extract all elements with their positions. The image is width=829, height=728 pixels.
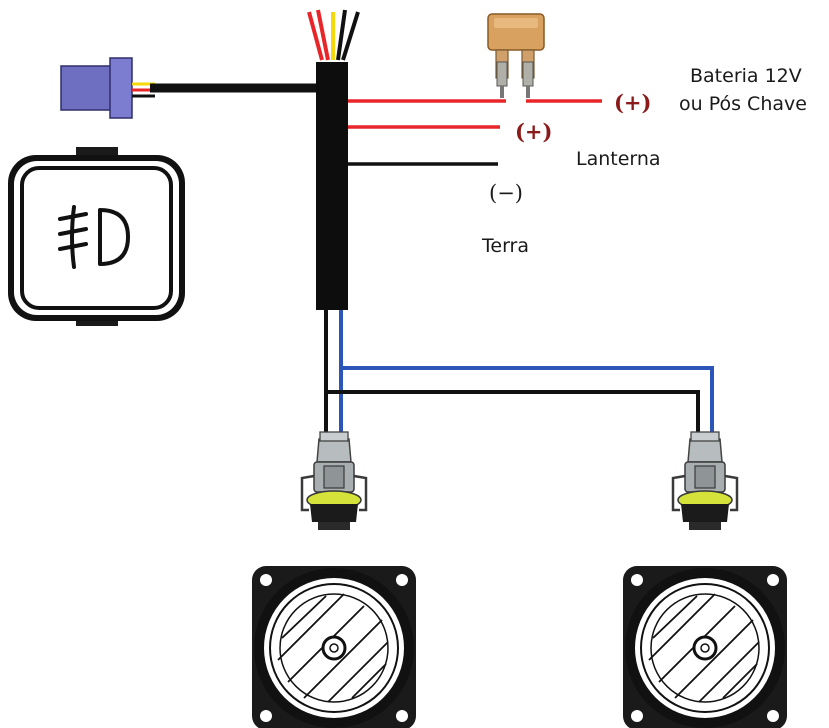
- blade-fuse-icon: [487, 13, 545, 98]
- fog-lamp-icon: [250, 564, 418, 728]
- battery-label-line2: ou Pós Chave: [679, 93, 807, 115]
- ground-label: Terra: [481, 235, 529, 257]
- lantern-sign: (+): [515, 119, 552, 144]
- lamp-socket-icon: [671, 430, 739, 532]
- lantern-label: Lanterna: [576, 148, 661, 170]
- battery-label-line1: Bateria 12V: [690, 65, 802, 87]
- fog-lamp-icon: [621, 564, 789, 728]
- ground-sign: (−): [489, 181, 523, 205]
- switch-plug-icon: [60, 57, 155, 119]
- lamp-socket-icon: [300, 430, 368, 532]
- battery-sign: (+): [614, 90, 651, 115]
- lamp-feed-wires: [324, 310, 714, 432]
- fog-light-switch-icon: [8, 147, 185, 326]
- harness-sleeve: [316, 62, 348, 310]
- incoming-wires: [307, 9, 360, 61]
